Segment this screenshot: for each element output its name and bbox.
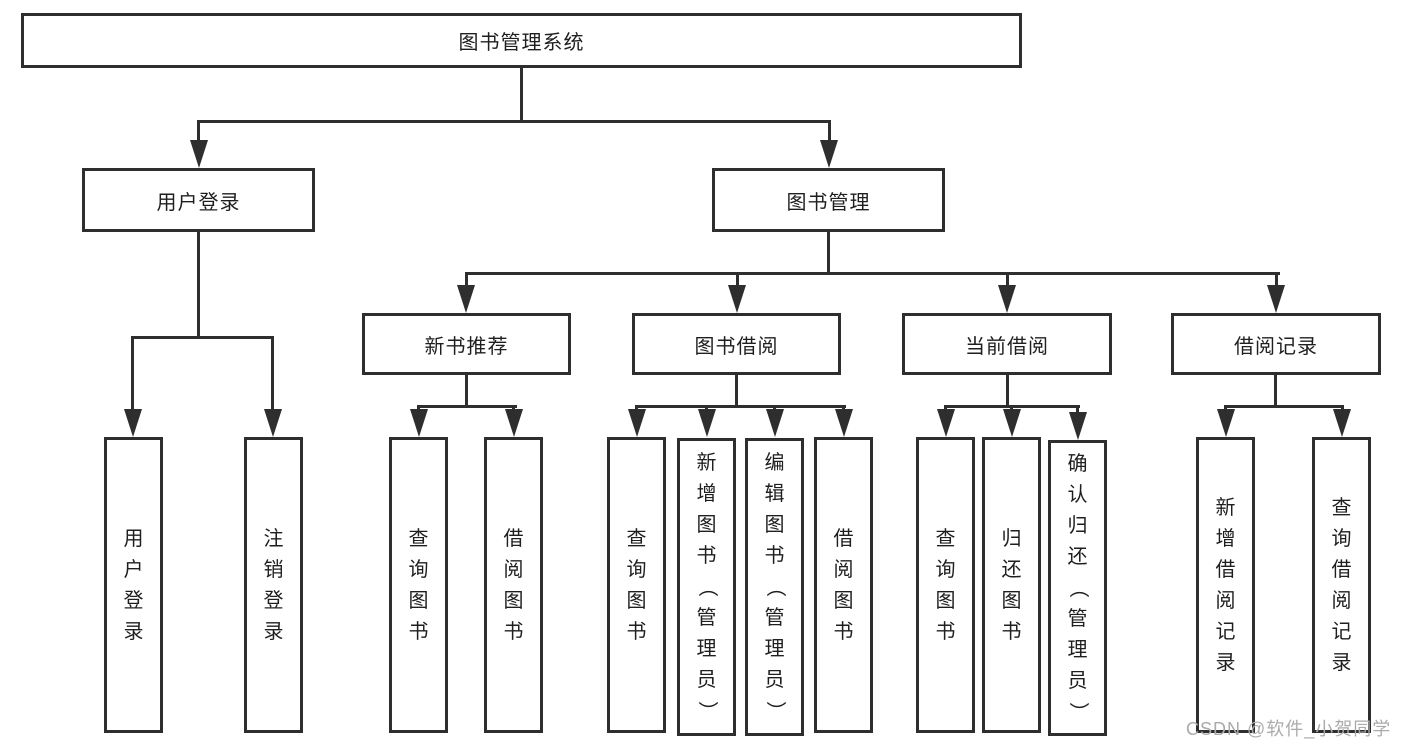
arrow-down-icon: [698, 409, 716, 437]
connector-line: [828, 120, 831, 146]
arrow-down-icon: [1217, 409, 1235, 437]
connector-line: [131, 336, 134, 416]
node-leaf-add-borrow-record: 新增借阅记录: [1196, 437, 1255, 733]
node-leaf-query-books-borrowing: 查询图书: [607, 437, 666, 733]
arrow-down-icon: [1003, 409, 1021, 437]
node-leaf-query-books-current: 查询图书: [916, 437, 975, 733]
watermark-text: CSDN @软件_小贺同学: [1186, 719, 1392, 739]
node-leaf-edit-books-admin: 编辑图书（管理员）: [745, 438, 804, 736]
node-user-login: 用户登录: [82, 168, 315, 232]
connector-line: [197, 232, 200, 339]
node-leaf-add-books-admin: 新增图书（管理员）: [677, 438, 736, 736]
arrow-down-icon: [1267, 285, 1285, 313]
arrow-down-icon: [998, 285, 1016, 313]
arrow-down-icon: [628, 409, 646, 437]
node-book-borrowing: 图书借阅: [632, 313, 841, 375]
connector-line: [417, 405, 517, 408]
node-borrowing-records: 借阅记录: [1171, 313, 1381, 375]
arrow-down-icon: [190, 140, 208, 168]
connector-line: [197, 120, 200, 146]
arrow-down-icon: [1069, 412, 1087, 440]
node-leaf-query-books-recommend: 查询图书: [389, 437, 448, 733]
connector-line: [1224, 405, 1344, 408]
connector-line: [465, 375, 468, 407]
node-book-management: 图书管理: [712, 168, 945, 232]
node-leaf-user-login: 用户登录: [104, 437, 163, 733]
arrow-down-icon: [835, 409, 853, 437]
arrow-down-icon: [124, 409, 142, 437]
arrow-down-icon: [410, 409, 428, 437]
connector-line: [736, 272, 739, 292]
arrow-down-icon: [937, 409, 955, 437]
node-current-borrowing: 当前借阅: [902, 313, 1112, 375]
arrow-down-icon: [457, 285, 475, 313]
node-leaf-confirm-return-admin: 确认归还（管理员）: [1048, 440, 1107, 736]
arrow-down-icon: [766, 409, 784, 437]
arrow-down-icon: [728, 285, 746, 313]
connector-line: [465, 272, 1280, 275]
node-leaf-logout: 注销登录: [244, 437, 303, 733]
connector-line: [197, 120, 831, 123]
node-leaf-return-books: 归还图书: [982, 437, 1041, 733]
connector-line: [1006, 375, 1009, 407]
connector-line: [131, 336, 274, 339]
node-library-system: 图书管理系统: [21, 13, 1022, 68]
node-new-book-recommend: 新书推荐: [362, 313, 571, 375]
arrow-down-icon: [505, 409, 523, 437]
connector-line: [1275, 272, 1278, 292]
arrow-down-icon: [820, 140, 838, 168]
node-leaf-query-borrow-record: 查询借阅记录: [1312, 437, 1371, 733]
connector-line: [1274, 375, 1277, 407]
connector-line: [520, 68, 523, 122]
connector-line: [827, 232, 830, 275]
connector-line: [465, 272, 468, 292]
node-leaf-borrow-books-borrowing: 借阅图书: [814, 437, 873, 733]
node-leaf-borrow-books-recommend: 借阅图书: [484, 437, 543, 733]
arrow-down-icon: [1333, 409, 1351, 437]
connector-line: [635, 405, 846, 408]
connector-line: [735, 375, 738, 407]
connector-line: [271, 336, 274, 416]
connector-line: [1006, 272, 1009, 292]
arrow-down-icon: [264, 409, 282, 437]
